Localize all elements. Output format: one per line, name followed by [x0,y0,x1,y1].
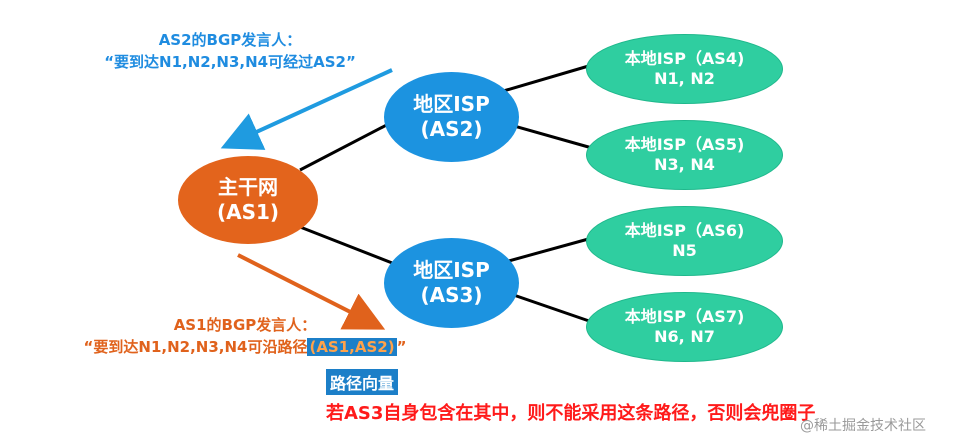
node-label: 本地ISP（AS4) [624,49,745,68]
note-message-suffix: ” [396,337,407,356]
node-networks: N1, N2 [654,69,715,88]
note-as2-speaker: AS2的BGP发言人： “要到达N1,N2,N3,N4可经过AS2” [80,30,380,74]
node-label: 主干网 [218,175,278,199]
arrow-as1-to-as3 [237,253,386,330]
watermark: @稀土掘金技术社区 [800,418,926,434]
node-backbone-as1: 主干网 (AS1) [178,156,318,244]
node-networks: N6, N7 [654,327,715,346]
node-label: 地区ISP [413,258,490,282]
link-as1-as2 [299,116,401,172]
note-as1-speaker: AS1的BGP发言人： “要到达N1,N2,N3,N4可沿路径(AS1,AS2)… [70,315,420,359]
path-highlight: (AS1,AS2) [307,337,397,356]
warning-text: 若AS3自身包含在其中，则不能采用这条路径，否则会兜圈子 [326,403,816,424]
note-message: “要到达N1,N2,N3,N4可沿路径(AS1,AS2)” [70,337,420,359]
node-as-label: (AS1) [216,200,280,224]
link-as3-as7 [504,290,593,324]
node-networks: N5 [672,241,697,260]
link-as1-as3 [294,223,406,270]
node-label: 本地ISP（AS5) [624,135,745,154]
arrow-as2-to-as1 [220,68,393,150]
link-as2-as4 [499,63,593,94]
note-message-prefix: “要到达N1,N2,N3,N4可沿路径 [83,337,308,356]
node-local-as4: 本地ISP（AS4) N1, N2 [586,34,783,104]
note-title: AS2的BGP发言人： [158,31,302,49]
node-as-label: (AS3) [420,283,483,307]
note-title: AS1的BGP发言人： [173,316,317,334]
node-as-label: (AS2) [420,117,483,141]
node-local-as6: 本地ISP（AS6) N5 [586,206,783,276]
link-as3-as6 [504,236,593,264]
node-label: 本地ISP（AS7) [624,307,745,326]
node-regional-as3: 地区ISP (AS3) [384,238,519,328]
node-label: 地区ISP [413,92,490,116]
node-label: 本地ISP（AS6) [624,221,745,240]
node-local-as5: 本地ISP（AS5) N3, N4 [586,120,783,190]
node-networks: N3, N4 [654,155,715,174]
node-regional-as2: 地区ISP (AS2) [384,72,519,162]
node-local-as7: 本地ISP（AS7) N6, N7 [586,292,783,362]
note-message: “要到达N1,N2,N3,N4可经过AS2” [104,52,356,71]
path-vector-label: 路径向量 [326,369,399,395]
